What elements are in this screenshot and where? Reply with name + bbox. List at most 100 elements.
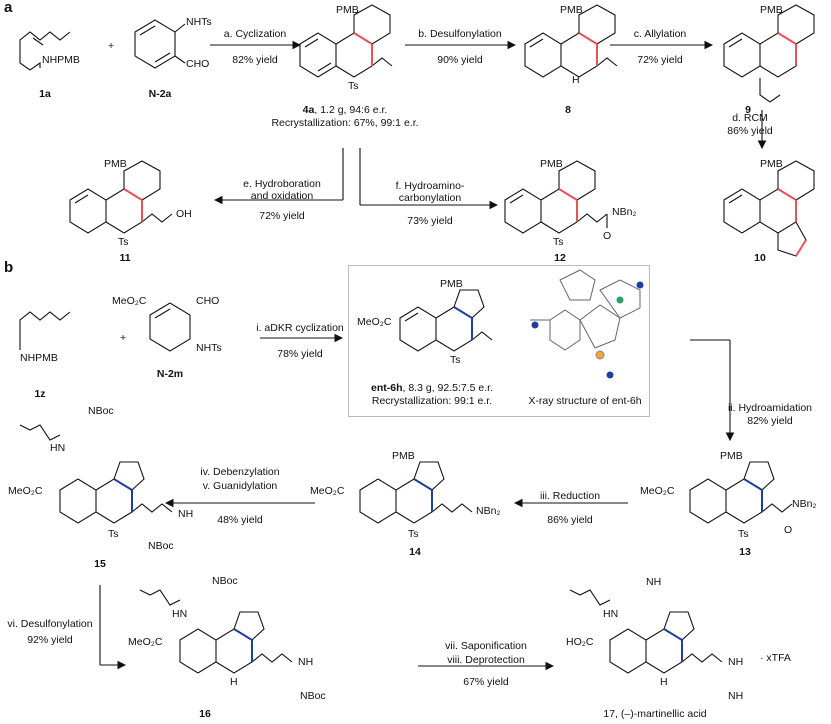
- step-vii-label-1: vii. Saponification: [445, 640, 527, 652]
- atom-oh-11: OH: [176, 208, 192, 220]
- atom-hn-15a: HN: [50, 442, 66, 454]
- step-vi-label: vi. Desulfonylation: [7, 618, 93, 630]
- label-ent6h: ent-6h, 8.3 g, 92.5:7.5 e.r.: [371, 382, 493, 394]
- step-c-label: c. Allylation: [633, 28, 687, 40]
- arrows-panel-b: [99, 333, 735, 671]
- label-17: 17, (–)-martinellic acid: [603, 708, 707, 720]
- step-a-yield: 82% yield: [232, 54, 278, 66]
- atom-ts-11: Ts: [118, 236, 129, 248]
- atom-cho-n2a: CHO: [186, 58, 210, 70]
- step-e-yield: 72% yield: [259, 210, 305, 222]
- atom-cho-n2m: CHO: [196, 295, 220, 307]
- step-a-label: a. Cyclization: [223, 28, 287, 40]
- recryst-4a: Recrystallization: 67%, 99:1 e.r.: [271, 117, 419, 129]
- step-iv-label-2: v. Guanidylation: [202, 480, 278, 492]
- tricyclic-core-9: [723, 4, 815, 103]
- atom-o-12: O: [603, 230, 612, 242]
- atom-meo2c-13: MeO₂C: [640, 485, 675, 497]
- atom-nboc-16b: NBoc: [300, 690, 326, 702]
- atom-nhts-n2m: NHTs: [196, 342, 222, 354]
- blue-bonds-15: [113, 478, 133, 512]
- step-i-yield: 78% yield: [277, 348, 323, 360]
- red-bonds-12: [558, 188, 578, 222]
- label-8: 8: [565, 104, 571, 116]
- atom-nh-16: NH: [298, 656, 314, 668]
- step-ii-yield: 82% yield: [747, 415, 793, 427]
- atom-ts-15: Ts: [108, 528, 119, 540]
- step-iv-label-1: iv. Debenzylation: [200, 466, 280, 478]
- atom-nbn2-13: NBn₂: [792, 498, 817, 510]
- atom-h-17: H: [660, 676, 668, 688]
- label-10: 10: [754, 252, 766, 264]
- red-bonds-11: [123, 188, 143, 222]
- atom-nboc-15a: NBoc: [88, 405, 114, 417]
- atom-meo2c-n2m: MeO₂C: [112, 295, 147, 307]
- atom-nboc-16a: NBoc: [212, 575, 238, 587]
- label-n2a: N-2a: [148, 88, 172, 100]
- label-9: 9: [745, 104, 751, 116]
- structure-n2a: [134, 19, 186, 69]
- blue-bonds-17: [663, 628, 683, 662]
- step-iii-label: iii. Reduction: [539, 490, 601, 502]
- red-bonds-9: [777, 32, 797, 66]
- xray-caption: X-ray structure of ent-6h: [528, 395, 642, 407]
- atom-pmb-12: PMB: [540, 158, 563, 170]
- atom-nbn2-12: NBn₂: [612, 206, 637, 218]
- atom-h-8: H: [572, 74, 580, 86]
- atom-ho2c-17: HO₂C: [566, 636, 594, 648]
- blue-bonds-13: [743, 478, 763, 512]
- label-14: 14: [409, 546, 421, 558]
- panel-b-label: b: [4, 259, 14, 276]
- atom-pmb-13: PMB: [720, 450, 743, 462]
- atom-nh-17a: NH: [646, 576, 662, 588]
- atom-nhpmb-1z: NHPMB: [20, 352, 58, 364]
- step-e-label-1: e. Hydroboration: [243, 178, 321, 190]
- tricyclic-core-16: [139, 589, 293, 674]
- atom-ts-ent6h: Ts: [450, 354, 461, 366]
- step-vi-yield: 92% yield: [27, 634, 73, 646]
- step-ii-label: ii. Hydroamidation: [727, 402, 813, 414]
- step-f-yield: 73% yield: [407, 215, 453, 227]
- tricyclic-core-14: [359, 461, 473, 524]
- red-bonds-10: [777, 188, 807, 257]
- blue-bonds-ent6h: [453, 306, 473, 340]
- step-b-label: b. Desulfonylation: [418, 28, 502, 40]
- atom-pmb-11: PMB: [104, 158, 127, 170]
- tricyclic-core-12: [504, 160, 608, 234]
- label-4a: 4a, 1.2 g, 94:6 e.r.: [302, 104, 388, 116]
- atom-ts-4a: Ts: [348, 80, 359, 92]
- tricyclic-core-10: [723, 160, 815, 257]
- step-e-label-2: and oxidation: [250, 190, 314, 202]
- tricyclic-core-15: [19, 424, 173, 524]
- label-11: 11: [119, 252, 131, 264]
- panel-a-label: a: [4, 0, 13, 16]
- step-i-label: i. aDKR cyclization: [256, 322, 344, 334]
- step-iv-yield: 48% yield: [217, 514, 263, 526]
- step-b-yield: 90% yield: [437, 54, 483, 66]
- xray-box: [348, 265, 650, 417]
- step-vii-label-2: viii. Deprotection: [447, 654, 525, 666]
- step-iii-yield: 86% yield: [547, 514, 593, 526]
- structure-n2m: [149, 302, 191, 352]
- label-12: 12: [554, 252, 566, 264]
- tricyclic-core-13: [689, 461, 793, 524]
- atom-h-16: H: [230, 676, 238, 688]
- atom-ts-14: Ts: [408, 528, 419, 540]
- atom-nh-15: NH: [178, 508, 194, 520]
- arrows-panel-a: [210, 40, 767, 210]
- label-1a: 1a: [39, 88, 51, 100]
- step-vii-yield: 67% yield: [463, 676, 509, 688]
- structure-1z: [19, 311, 71, 350]
- atom-o-13: O: [784, 524, 793, 536]
- atom-meo2c-14: MeO₂C: [310, 485, 345, 497]
- structure-1a: [19, 31, 71, 71]
- atom-pmb-4a: PMB: [336, 4, 359, 16]
- label-n2m: N-2m: [156, 368, 184, 380]
- blue-bonds-14: [413, 478, 433, 512]
- label-15: 15: [94, 558, 106, 570]
- atom-nhts-n2a: NHTs: [186, 16, 212, 28]
- step-d-label: d. RCM: [732, 112, 768, 124]
- atom-pmb-ent6h: PMB: [440, 278, 463, 290]
- atom-ts-12: Ts: [553, 236, 564, 248]
